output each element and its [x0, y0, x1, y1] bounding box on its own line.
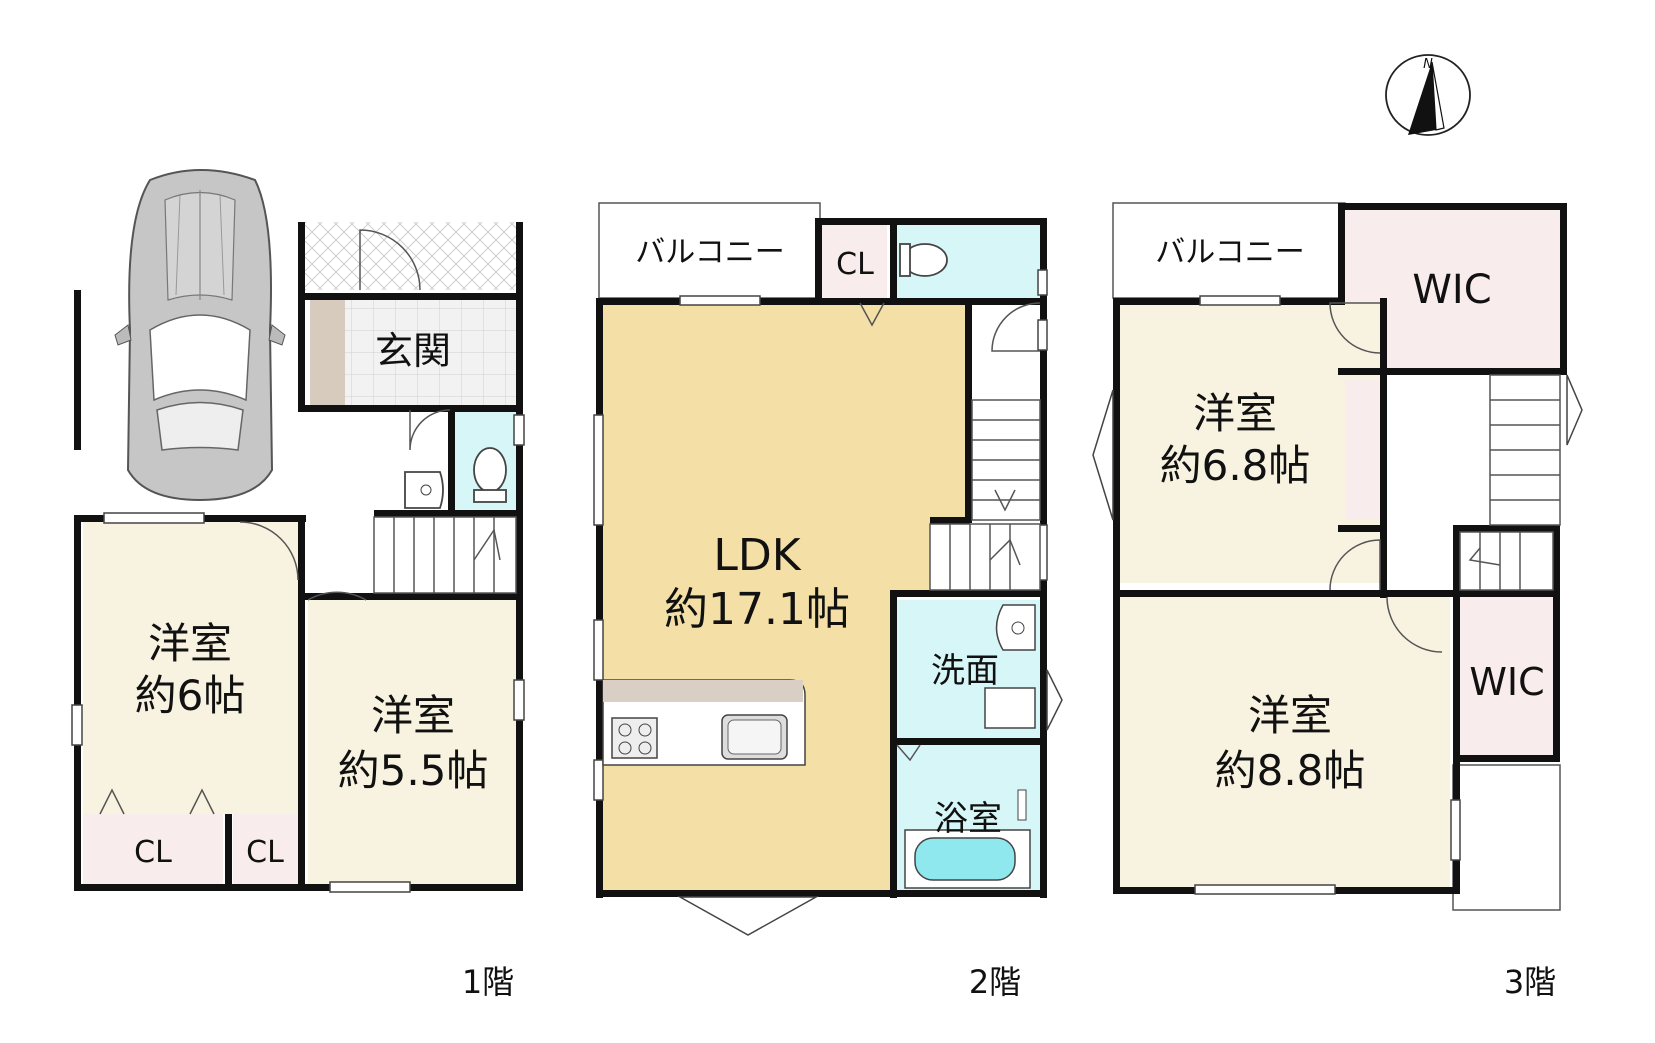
senmen-label: 洗面 [931, 651, 999, 691]
closet-1f-b-label: CL [246, 835, 284, 870]
balcony-3f-label: バルコニー [1155, 235, 1304, 270]
bathtub-icon [904, 789, 1031, 889]
closet-2f [822, 220, 887, 298]
balcony-3f-small [1452, 764, 1561, 911]
closet-1f-a [83, 814, 223, 884]
room-3f-68jo [1120, 303, 1380, 583]
sink-icon [404, 471, 444, 509]
north-arrow-icon: N [1385, 54, 1471, 136]
room-3f-68jo-name: 洋室 [1193, 389, 1277, 438]
floor-3: バルコニー WIC 洋室 約6.8帖 WIC 洋室 約8.8帖 3階 [1092, 202, 1583, 1001]
stairs-icon [1459, 374, 1561, 591]
closet-1f-b [233, 814, 298, 884]
floor-1: 玄関 洋室 約6帖 洋室 約5.5帖 CL CL 1階 [71, 169, 525, 1001]
bay-window [677, 896, 819, 936]
wic-3f-top-label: WIC [1412, 267, 1491, 313]
floor-2: バルコニー CL LDK 約17.1帖 洗面 浴室 2階 [593, 202, 1063, 1001]
ldk-size: 約17.1帖 [664, 584, 850, 635]
floor-1-label: 1階 [462, 963, 514, 1001]
closet-2f-label: CL [836, 247, 874, 282]
genkan-floor [345, 300, 523, 405]
stove-icon [611, 717, 658, 759]
room-1f-55jo-size: 約5.5帖 [338, 746, 489, 795]
room-1f-6jo-size: 約6帖 [135, 671, 246, 720]
entrance-porch [303, 222, 523, 290]
room-1f-6jo [83, 522, 298, 814]
toilet-icon [899, 243, 948, 277]
room-3f-88jo-size: 約8.8帖 [1215, 746, 1366, 795]
balcony-2f [598, 202, 821, 299]
door-swing-icon [1329, 302, 1443, 653]
balcony-2f-label: バルコニー [635, 235, 784, 270]
toilet-icon [473, 447, 507, 503]
door-swing-icon [859, 302, 1041, 762]
stairs-icon [929, 399, 1041, 591]
compass-n-label: N [1423, 57, 1433, 72]
car-icon [114, 169, 286, 502]
sink-icon [721, 714, 788, 760]
entrance-step [310, 300, 345, 405]
room-1f-55jo [308, 600, 523, 884]
room-3f-68jo-size: 約6.8帖 [1160, 441, 1311, 490]
door-swing-icon [99, 229, 451, 815]
bath-label: 浴室 [934, 799, 1002, 839]
closet-1f-a-label: CL [134, 835, 172, 870]
genkan-label: 玄関 [375, 329, 451, 373]
room-1f-6jo-name: 洋室 [148, 619, 232, 668]
kitchen-counter [602, 679, 806, 766]
stairs-icon [373, 516, 517, 594]
room-3f-88jo-name: 洋室 [1248, 691, 1332, 740]
closet-3f-shelf [1345, 380, 1380, 520]
ldk-name: LDK [713, 530, 801, 581]
wic-3f-side [1460, 597, 1560, 757]
carport-fence [74, 290, 81, 450]
wic-3f-side-label: WIC [1469, 660, 1544, 704]
room-1f-55jo-name: 洋室 [371, 691, 455, 740]
floor-2-label: 2階 [969, 963, 1021, 1001]
sink-icon [984, 604, 1036, 729]
ldk-upper [603, 303, 965, 590]
floor-3-label: 3階 [1504, 963, 1556, 1001]
room-3f-88jo [1120, 597, 1450, 887]
